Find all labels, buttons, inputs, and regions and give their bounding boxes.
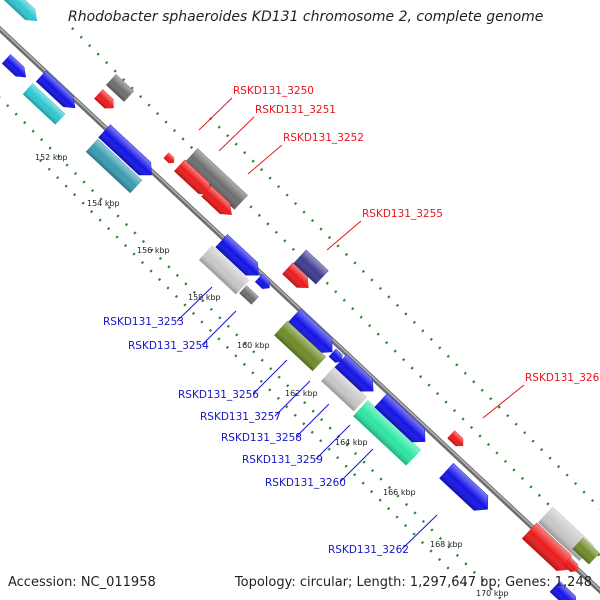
forward-leader-line xyxy=(482,384,525,419)
reverse-leader-line xyxy=(315,424,351,460)
guide-lines xyxy=(0,27,600,600)
gene-feature-19[interactable] xyxy=(286,308,339,358)
gene-feature-16[interactable] xyxy=(239,285,259,305)
gene-label-RSKD131_3256[interactable]: RSKD131_3256 xyxy=(178,359,288,401)
reverse-leader-line xyxy=(176,286,213,322)
gene-feature-21[interactable] xyxy=(328,348,345,364)
gene-feature-23[interactable] xyxy=(334,354,379,397)
gene-feature-15[interactable] xyxy=(254,274,272,292)
gene-feature-26[interactable] xyxy=(447,430,467,449)
gene-feature-30[interactable] xyxy=(572,537,600,565)
gene-label-RSKD131_3252[interactable]: RSKD131_3252 xyxy=(247,132,364,175)
map-title: Rhodobacter sphaeroides KD131 chromosome… xyxy=(68,9,544,25)
gene-feature-20[interactable] xyxy=(273,320,327,372)
forward-leader-line xyxy=(247,144,283,175)
forward-gene-label[interactable]: RSKD131_3261 xyxy=(525,372,600,384)
gene-label-RSKD131_3250[interactable]: RSKD131_3250 xyxy=(198,85,314,131)
gene-feature-4[interactable] xyxy=(1,54,29,82)
scale-tick-label: 156 kbp xyxy=(137,246,170,255)
gene-feature-5[interactable] xyxy=(105,74,135,102)
gene-feature-1[interactable] xyxy=(2,0,42,26)
gene-feature-27[interactable] xyxy=(439,463,495,517)
forward-gene-label[interactable]: RSKD131_3251 xyxy=(255,104,336,116)
gene-feature-12[interactable] xyxy=(201,185,236,219)
gene-label-RSKD131_3259[interactable]: RSKD131_3259 xyxy=(242,424,351,466)
gene-label-RSKD131_3257[interactable]: RSKD131_3257 xyxy=(200,380,311,423)
gene-feature-13[interactable] xyxy=(215,234,264,282)
gene-feature-25[interactable] xyxy=(374,393,431,448)
reverse-gene-label[interactable]: RSKD131_3253 xyxy=(103,316,184,328)
forward-gene-label[interactable]: RSKD131_3250 xyxy=(233,85,314,97)
gene-feature-2[interactable] xyxy=(35,70,79,113)
gene-feature-17[interactable] xyxy=(282,262,314,293)
reverse-leader-line xyxy=(201,310,237,346)
gene-feature-28[interactable] xyxy=(521,522,577,577)
scale-tick-label: 154 kbp xyxy=(87,199,120,208)
forward-gene-label[interactable]: RSKD131_3255 xyxy=(362,208,443,220)
gene-feature-7[interactable] xyxy=(98,124,157,181)
forward-leader-line xyxy=(218,116,255,152)
reverse-leader-line xyxy=(401,514,438,550)
gene-feature-9[interactable] xyxy=(163,152,176,165)
gene-feature-6[interactable] xyxy=(94,89,118,112)
forward-leader-line xyxy=(326,220,362,251)
gene-feature-32[interactable] xyxy=(549,581,581,600)
reverse-gene-label[interactable]: RSKD131_3259 xyxy=(242,454,323,466)
reverse-leader-line xyxy=(274,380,311,417)
gene-label-RSKD131_3262[interactable]: RSKD131_3262 xyxy=(328,514,438,556)
gene-label-RSKD131_3260[interactable]: RSKD131_3260 xyxy=(265,448,374,489)
scale-tick-label: 160 kbp xyxy=(237,341,270,350)
accession-text: Accession: NC_011958 xyxy=(8,575,156,590)
reverse-leader-line xyxy=(295,403,330,438)
gene-label-RSKD131_3255[interactable]: RSKD131_3255 xyxy=(326,208,443,251)
scale-tick-label: 166 kbp xyxy=(383,488,416,497)
gene-feature-10[interactable] xyxy=(184,148,248,210)
gene-feature-8[interactable] xyxy=(85,138,143,194)
scale-tick-label: 168 kbp xyxy=(430,540,463,549)
scale-tick-label: 170 kbp xyxy=(476,589,509,598)
gene-label-RSKD131_3258[interactable]: RSKD131_3258 xyxy=(221,403,330,444)
scale-tick-label: 152 kbp xyxy=(35,153,68,162)
scale-tick-label: 164 kbp xyxy=(335,438,368,447)
gene-feature-14[interactable] xyxy=(198,245,250,295)
gene-feature-31[interactable] xyxy=(562,557,580,575)
reverse-gene-label[interactable]: RSKD131_3256 xyxy=(178,389,259,401)
gene-feature-18[interactable] xyxy=(293,249,329,285)
reverse-gene-label[interactable]: RSKD131_3257 xyxy=(200,411,281,423)
reverse-gene-label[interactable]: RSKD131_3260 xyxy=(265,477,346,489)
gene-label-RSKD131_3253[interactable]: RSKD131_3253 xyxy=(103,286,213,328)
scale-tick-label: 158 kbp xyxy=(188,293,221,302)
scale-tick-label: 162 kbp xyxy=(285,389,318,398)
gene-label-RSKD131_3254[interactable]: RSKD131_3254 xyxy=(128,310,237,352)
reverse-leader-line xyxy=(339,448,374,483)
forward-gene-label[interactable]: RSKD131_3252 xyxy=(283,132,364,144)
forward-leader-line xyxy=(198,97,233,131)
reverse-gene-label[interactable]: RSKD131_3258 xyxy=(221,432,302,444)
gene-feature-3[interactable] xyxy=(22,83,66,125)
reverse-gene-label[interactable]: RSKD131_3254 xyxy=(128,340,209,352)
reverse-leader-line xyxy=(252,359,288,395)
gene-label-RSKD131_3261[interactable]: RSKD131_3261 xyxy=(482,372,600,419)
reverse-gene-label[interactable]: RSKD131_3262 xyxy=(328,544,409,556)
topology-summary: Topology: circular; Length: 1,297,647 bp… xyxy=(234,575,592,590)
gene-label-RSKD131_3251[interactable]: RSKD131_3251 xyxy=(218,104,336,152)
